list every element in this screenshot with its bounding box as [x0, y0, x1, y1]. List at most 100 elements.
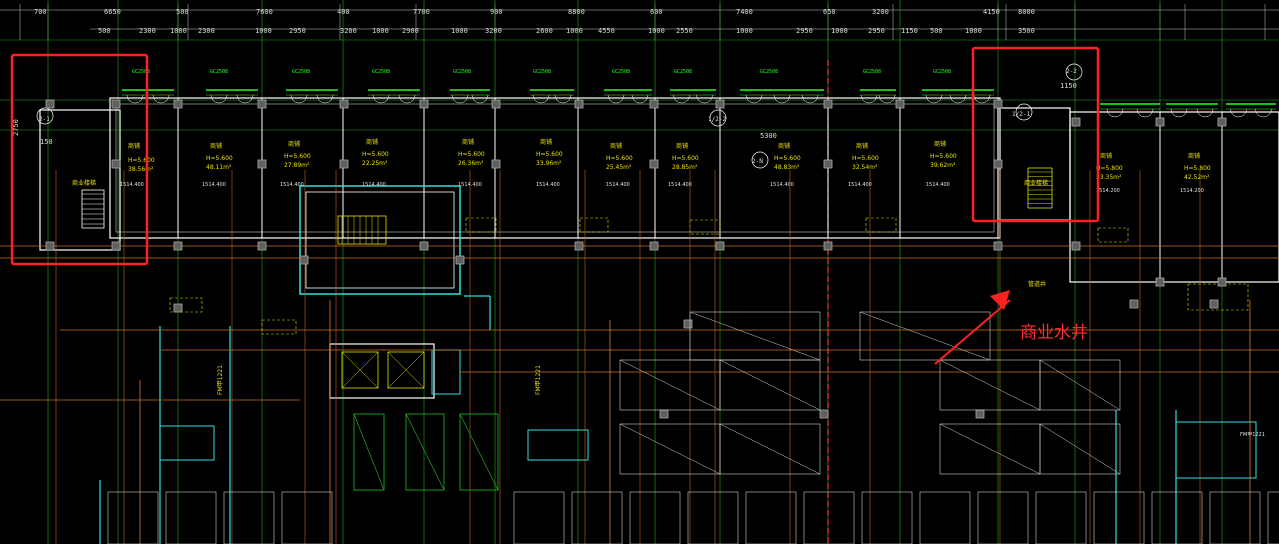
column	[45, 99, 55, 109]
column	[683, 319, 693, 329]
svg-text:商铺: 商铺	[676, 142, 688, 150]
parking-stall	[571, 491, 623, 544]
column	[1217, 117, 1227, 127]
parking-stall	[977, 491, 1029, 544]
door-swing	[236, 94, 254, 104]
svg-text:商铺: 商铺	[462, 138, 474, 146]
column	[649, 99, 659, 109]
axis-bubble-label-2: 1/2-1	[1012, 111, 1030, 118]
top-dim2-0: 500	[98, 27, 111, 35]
svg-text:25.45m²: 25.45m²	[606, 164, 632, 171]
fire-door-label-3: FM甲1221	[1240, 432, 1265, 438]
top-dim2-15: 2550	[676, 27, 693, 35]
elevator-car-2	[387, 351, 425, 389]
parking-diagonal	[619, 359, 721, 411]
door-swing	[554, 94, 572, 104]
callout-label: 商业水井	[1020, 323, 1088, 343]
equipment-box	[865, 217, 897, 233]
room-label-8: 商铺 H=5.600 48.83m² 1514.400	[770, 142, 801, 188]
door-swing	[290, 94, 308, 104]
structure-outline-layer	[99, 185, 1257, 544]
parking-stall	[1209, 491, 1261, 544]
svg-text:H=5.600: H=5.600	[852, 155, 879, 162]
parking-stall	[919, 491, 971, 544]
small-room-outline	[159, 425, 215, 461]
top-dim2-23: 3500	[1018, 27, 1035, 35]
top-dim2-19: 2950	[868, 27, 885, 35]
column	[659, 409, 669, 419]
room-label-12: 商铺 H=5.800 42.52m² 1514.200	[1180, 152, 1211, 194]
svg-text:39.62m²: 39.62m²	[930, 162, 956, 169]
top-dim2-20: 1150	[901, 27, 918, 35]
top-dim2-18: 1000	[831, 27, 848, 35]
door-swing	[126, 94, 144, 104]
door-swing	[773, 94, 791, 104]
svg-text:22.25m²: 22.25m²	[362, 160, 388, 167]
door-swing	[973, 94, 991, 104]
top-dim2-5: 2950	[289, 27, 306, 35]
ramp-diagonal	[459, 413, 499, 491]
svg-text:H=5.600: H=5.600	[206, 155, 233, 162]
column	[574, 99, 584, 109]
top-dim2-6: 3200	[340, 27, 357, 35]
column	[111, 159, 121, 169]
door-swing	[696, 94, 713, 104]
svg-text:1514.200: 1514.200	[1096, 188, 1120, 194]
column	[1155, 277, 1165, 287]
column	[1129, 299, 1139, 309]
top-dim-9: 7400	[736, 8, 753, 16]
ramp-diagonal	[353, 413, 385, 491]
column	[257, 159, 267, 169]
parking-diagonal	[939, 359, 1041, 411]
top-dim-7: 8800	[568, 8, 585, 16]
parking-diagonal	[1039, 359, 1121, 411]
parking-diagonal	[619, 423, 721, 475]
shaft-box	[431, 349, 461, 395]
column	[173, 241, 183, 251]
column	[45, 241, 55, 251]
svg-text:商铺: 商铺	[856, 142, 868, 150]
svg-text:42.52m²: 42.52m²	[1184, 174, 1210, 181]
top-dim2-13: 4550	[598, 27, 615, 35]
top-dim2-11: 2600	[536, 27, 553, 35]
core-stair	[337, 215, 387, 245]
fire-door-label-2: FM甲1221	[535, 365, 542, 395]
parking-stall	[1035, 491, 1087, 544]
svg-text:H=5.600: H=5.600	[128, 157, 155, 164]
room-label-6: 商铺 H=5.600 25.45m² 1514.400	[606, 142, 633, 188]
parking-stall	[281, 491, 333, 544]
parking-stall	[745, 491, 797, 544]
walls-layer	[39, 97, 1279, 399]
window-tag-8: GC2508	[674, 69, 692, 75]
column	[819, 409, 829, 419]
room-labels: 商铺 H=5.600 38.56m² 1514.400 商铺 H=5.600 4…	[120, 138, 1211, 194]
column	[111, 99, 121, 109]
window-tag-4: GC2508	[372, 69, 390, 75]
column	[419, 241, 429, 251]
parking-stall	[513, 491, 565, 544]
equipment-box	[261, 319, 297, 335]
ramp-box	[405, 413, 445, 491]
parking-stall	[629, 491, 681, 544]
room-label-2: 商铺 H=5.600 27.89m² 1514.400	[280, 140, 311, 188]
window-tag-11: GC2508	[933, 69, 951, 75]
parking-bay	[689, 311, 821, 361]
columns-layer	[45, 99, 1227, 419]
parking-diagonal	[689, 311, 821, 361]
door-swing	[745, 94, 763, 104]
column	[993, 241, 1003, 251]
parking-stall	[861, 491, 913, 544]
door-swing	[607, 94, 625, 104]
svg-text:商铺: 商铺	[610, 142, 622, 150]
top-dim-12: 4150	[983, 8, 1000, 16]
svg-text:商铺: 商铺	[128, 142, 140, 150]
column	[257, 99, 267, 109]
column	[339, 159, 349, 169]
parking-stall	[1151, 491, 1203, 544]
svg-text:H=5.600: H=5.600	[606, 155, 633, 162]
parking-bay	[859, 311, 991, 361]
misc-annotations: 2-1 1/2-1 2-2 1/2-2 2-N 2750 150 5300 11…	[12, 68, 1265, 438]
svg-text:1514.400: 1514.400	[848, 182, 872, 188]
svg-text:H=5.600: H=5.600	[362, 151, 389, 158]
svg-text:1514.200: 1514.200	[1180, 188, 1204, 194]
